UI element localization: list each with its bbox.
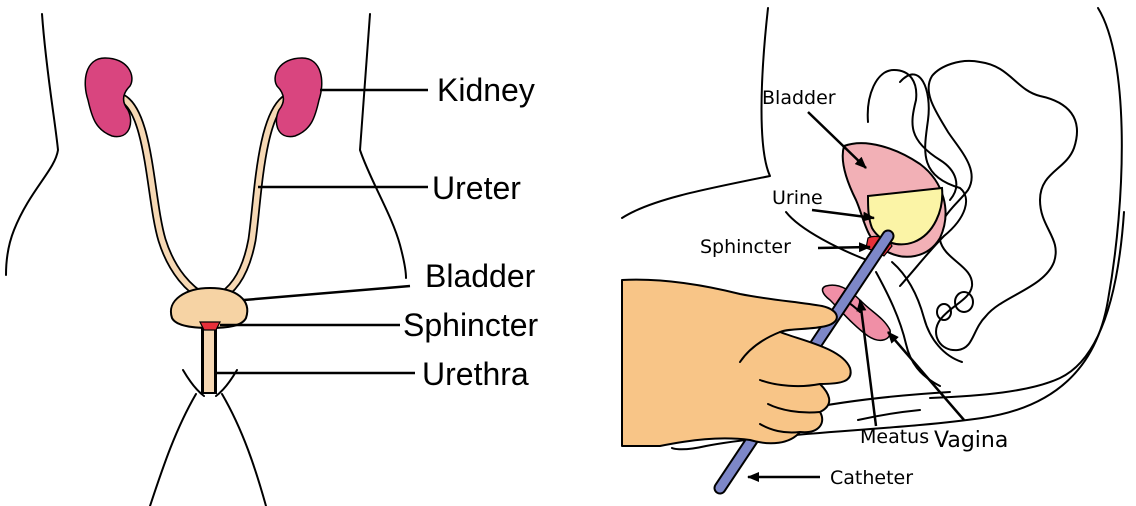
- urine-label: Urine: [772, 187, 823, 209]
- hand: [622, 280, 851, 446]
- ureters: [122, 98, 287, 298]
- meatus-label: Meatus: [860, 426, 929, 448]
- bladder-leader: [244, 286, 410, 300]
- vagina-arrow: [888, 332, 964, 420]
- bladder-right-arrow: [808, 112, 866, 168]
- kidney-label: Kidney: [437, 72, 535, 108]
- catheter-label: Catheter: [830, 467, 913, 489]
- sphincter-label: Sphincter: [403, 307, 539, 343]
- right-diagram: Bladder Urine Sphincter Meatus Vagina Ca…: [622, 8, 1124, 489]
- urethra-label: Urethra: [422, 356, 529, 392]
- bladder-label: Bladder: [425, 258, 536, 294]
- vagina-label: Vagina: [934, 428, 1008, 453]
- ureter-label: Ureter: [432, 170, 521, 206]
- bladder-right-label: Bladder: [762, 87, 836, 109]
- sphincter-right-arrow: [818, 247, 870, 248]
- left-body-outline: [6, 14, 406, 506]
- sphincter-right-label: Sphincter: [700, 236, 791, 258]
- left-sphincter: [200, 322, 220, 330]
- left-diagram: Kidney Ureter Bladder Sphincter Urethra: [6, 14, 539, 506]
- left-urethra: [201, 326, 217, 394]
